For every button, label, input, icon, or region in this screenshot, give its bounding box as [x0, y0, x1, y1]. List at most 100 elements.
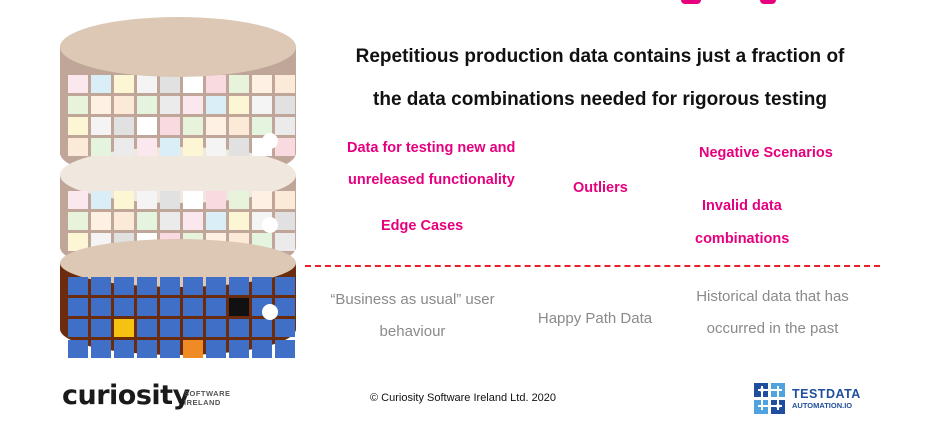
data-cell: [114, 298, 134, 316]
headline-line-1: Repetitious production data contains jus…: [355, 46, 845, 67]
data-cell: [91, 340, 111, 358]
data-cell: [68, 298, 88, 316]
data-cell: [183, 319, 203, 337]
data-cell: [252, 75, 272, 93]
data-cell: [275, 277, 295, 295]
data-cell: [114, 277, 134, 295]
data-cell: [114, 138, 134, 156]
data-cell: [160, 340, 180, 358]
data-cell: [275, 319, 295, 337]
data-cell: [137, 212, 157, 230]
curiosity-logo-software: SOFTWARE: [184, 389, 231, 398]
data-cell: [114, 75, 134, 93]
data-cell: [114, 191, 134, 209]
testdata-logo-icon: [754, 383, 785, 414]
data-cell: [229, 277, 249, 295]
data-cell: [137, 340, 157, 358]
layer-1-indicator: [262, 133, 278, 149]
data-cell: [160, 96, 180, 114]
data-cell: [91, 212, 111, 230]
data-cell: [137, 319, 157, 337]
data-cell: [91, 277, 111, 295]
data-cell: [91, 191, 111, 209]
data-cell: [252, 277, 272, 295]
data-cell: [206, 75, 226, 93]
copyright-text: © Curiosity Software Ireland Ltd. 2020: [370, 392, 557, 404]
testdata-logo: TESTDATA AUTOMATION.IO: [752, 380, 902, 416]
data-cell: [206, 277, 226, 295]
data-cell: [252, 340, 272, 358]
data-cell: [206, 212, 226, 230]
data-cell: [206, 319, 226, 337]
label-new-functionality-2: unreleased functionality: [348, 172, 515, 188]
data-cell: [183, 75, 203, 93]
data-cell: [229, 298, 249, 316]
label-new-functionality-1: Data for testing new and: [347, 140, 516, 156]
data-cell: [183, 298, 203, 316]
data-cell: [91, 298, 111, 316]
data-cell: [68, 340, 88, 358]
data-cell: [252, 138, 272, 156]
data-cell: [68, 138, 88, 156]
data-cell: [183, 96, 203, 114]
data-cell: [160, 212, 180, 230]
data-cell: [160, 75, 180, 93]
data-cell: [206, 117, 226, 135]
data-cell: [91, 138, 111, 156]
data-cell: [206, 138, 226, 156]
data-cell: [68, 96, 88, 114]
data-cell: [206, 298, 226, 316]
data-cell: [183, 212, 203, 230]
testdata-logo-subtitle: AUTOMATION.IO: [792, 401, 853, 410]
data-cell: [229, 75, 249, 93]
data-cell: [160, 191, 180, 209]
data-cell: [229, 340, 249, 358]
data-cell: [137, 96, 157, 114]
data-cell: [137, 138, 157, 156]
data-cell: [91, 75, 111, 93]
database-top-cap: [60, 17, 296, 77]
data-cell: [114, 340, 134, 358]
data-cell: [275, 96, 295, 114]
data-cell: [160, 298, 180, 316]
data-cell: [183, 340, 203, 358]
data-cell: [137, 191, 157, 209]
data-cell: [275, 212, 295, 230]
data-cell: [137, 277, 157, 295]
data-cell: [183, 277, 203, 295]
data-cell: [137, 117, 157, 135]
data-cell: [183, 191, 203, 209]
data-cell: [68, 212, 88, 230]
database-layer-3-cap: [60, 239, 296, 287]
database-layer-1: [60, 47, 296, 181]
data-cell: [275, 298, 295, 316]
data-cell: [229, 117, 249, 135]
label-edge-cases: Edge Cases: [381, 218, 464, 234]
data-cell: [160, 117, 180, 135]
data-cell: [114, 212, 134, 230]
layer-3-indicator: [262, 304, 278, 320]
label-outliers: Outliers: [573, 180, 628, 196]
data-cell: [252, 191, 272, 209]
data-cell: [229, 191, 249, 209]
label-invalid-data: Invalid data: [702, 198, 782, 214]
data-cell: [275, 233, 295, 251]
data-cell: [91, 96, 111, 114]
layer-2-indicator: [262, 217, 278, 233]
database-illustration: [60, 17, 296, 358]
data-cell: [183, 138, 203, 156]
headline-line-2: the data combinations needed for rigorou…: [373, 89, 827, 110]
production-data-layer: [60, 239, 296, 358]
label-historical-1: Historical data that has: [696, 288, 849, 305]
data-cell: [252, 117, 272, 135]
data-cell: [68, 75, 88, 93]
label-business-as-usual: “Business as usual” user: [330, 291, 495, 308]
data-cell: [68, 191, 88, 209]
label-combinations: combinations: [695, 231, 790, 247]
data-cell: [160, 319, 180, 337]
data-cell: [68, 319, 88, 337]
data-cell: [229, 319, 249, 337]
testdata-logo-title: TESTDATA: [792, 387, 861, 401]
data-cell: [68, 117, 88, 135]
data-cell: [229, 96, 249, 114]
